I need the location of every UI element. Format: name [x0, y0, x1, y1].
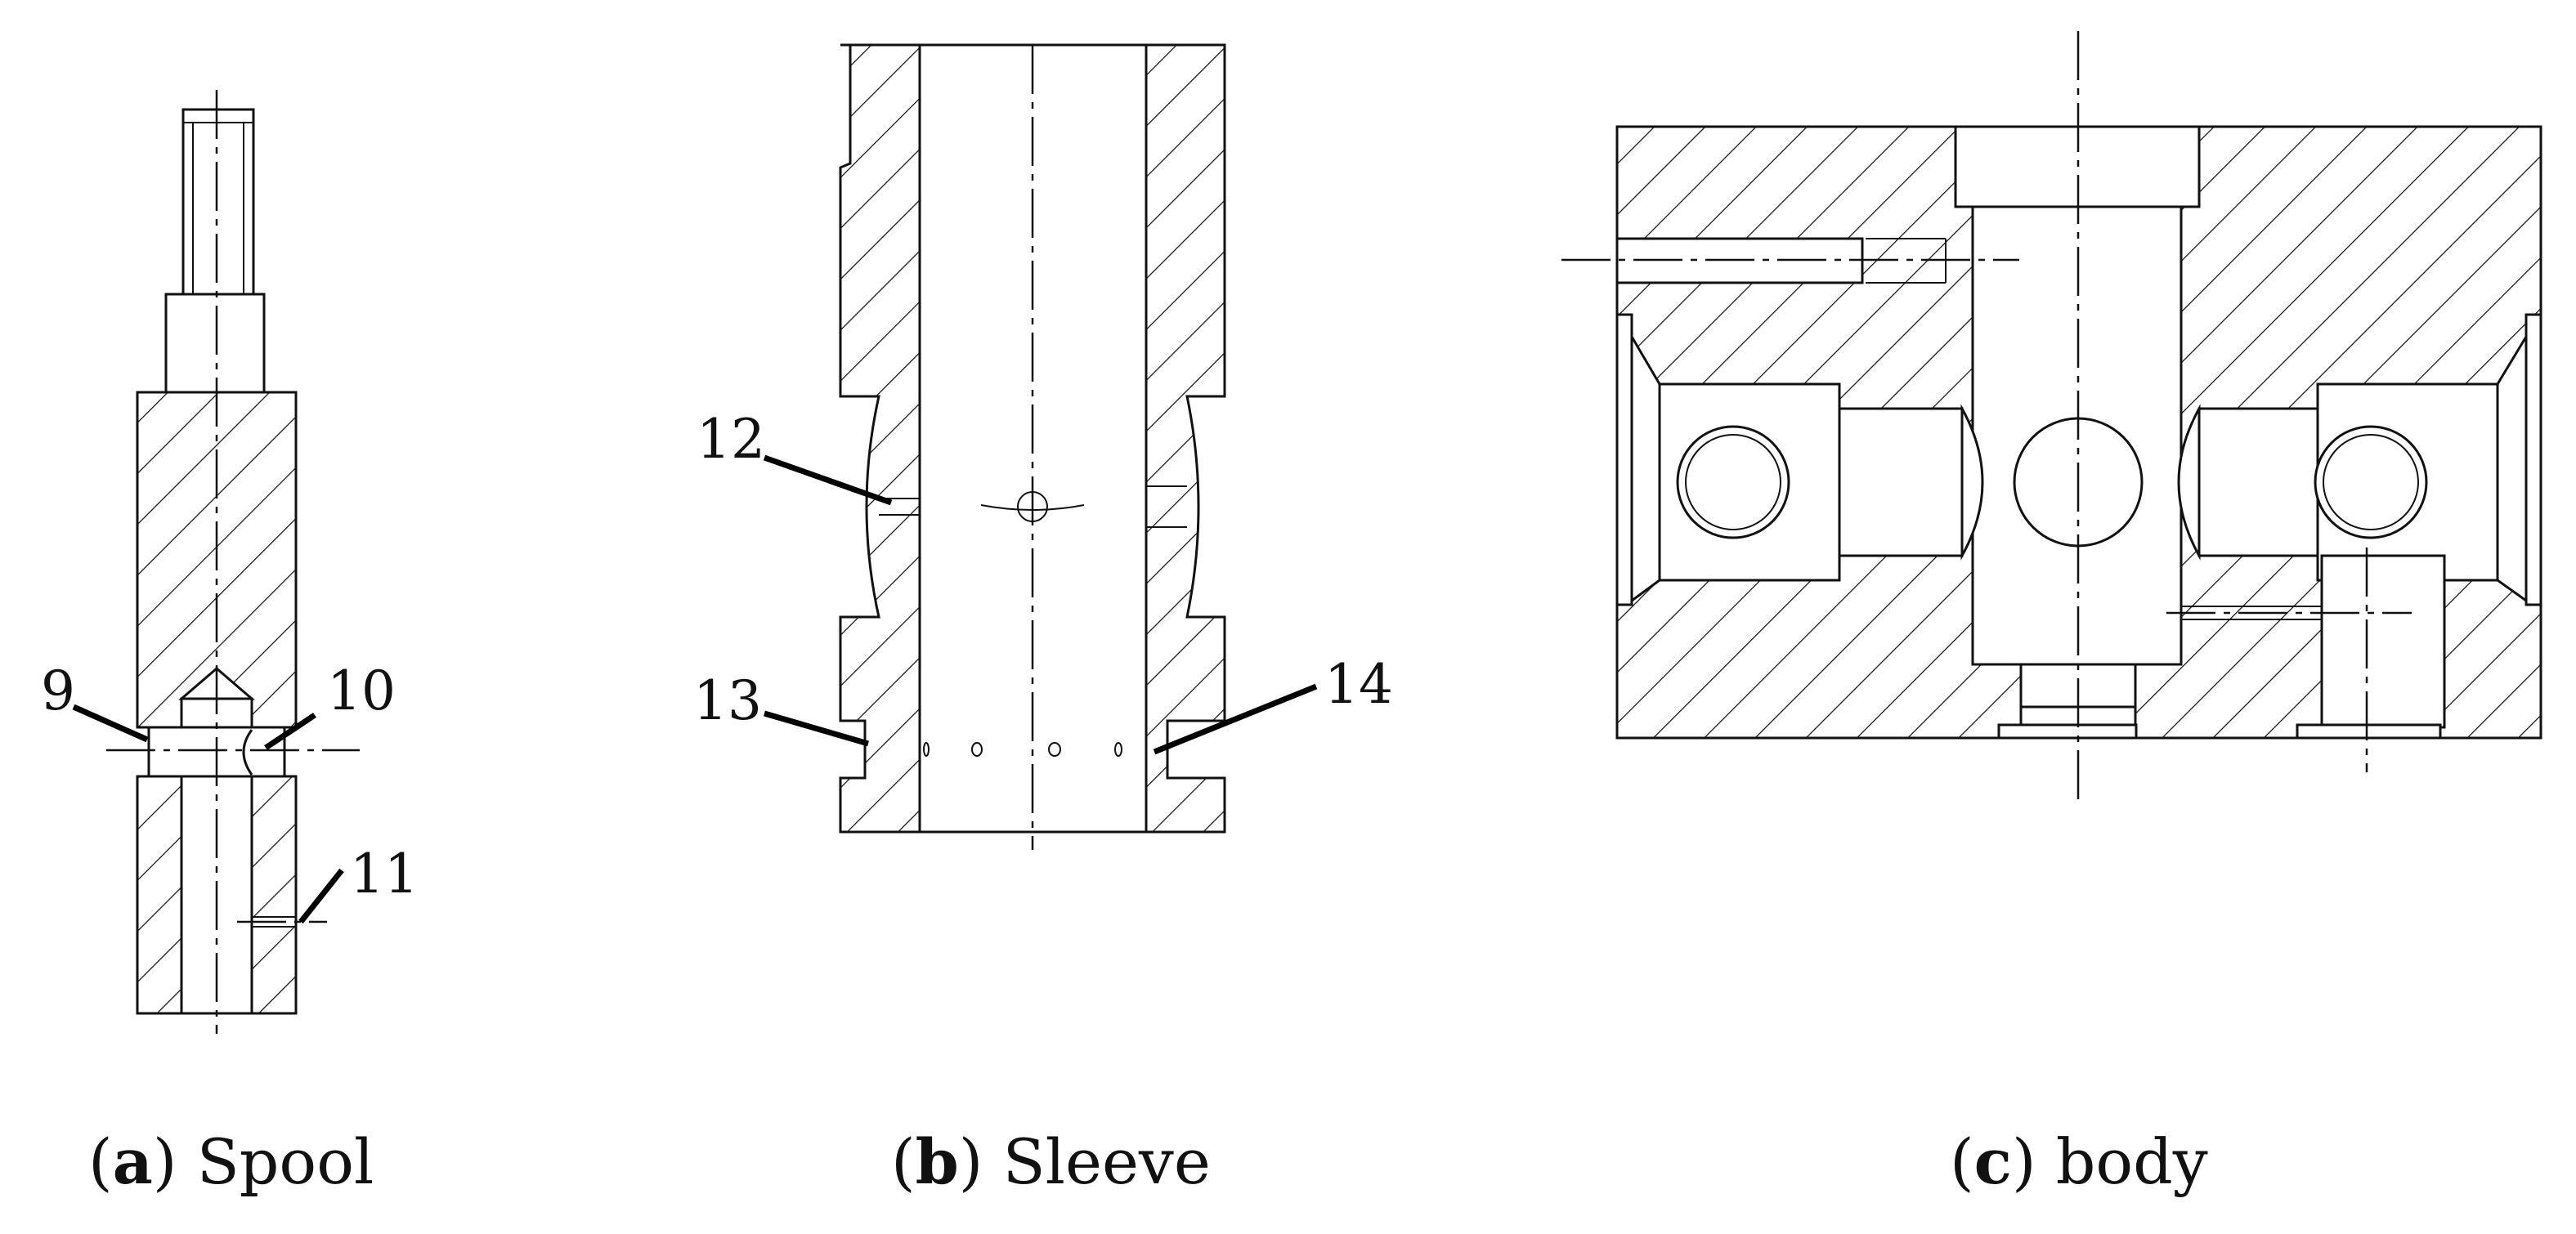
- caption-b-letter: b: [916, 1125, 959, 1198]
- sleeve-drawing: 12 13 14: [693, 43, 1393, 850]
- spool-drawing: 9 10 11: [41, 90, 419, 1034]
- leader-9: [72, 704, 149, 743]
- caption-a: (a) Spool: [88, 1125, 374, 1198]
- caption-c: (c) body: [1950, 1125, 2208, 1198]
- caption-b-label: Sleeve: [1003, 1125, 1211, 1198]
- body-drawing: [1561, 31, 2542, 805]
- leader-12: [763, 454, 893, 506]
- callout-14: 14: [1324, 653, 1393, 716]
- caption-b: (b) Sleeve: [891, 1125, 1211, 1198]
- callout-10: 10: [327, 659, 396, 722]
- caption-a-letter: a: [113, 1125, 153, 1198]
- callout-9: 9: [41, 659, 75, 722]
- callout-12: 12: [697, 408, 765, 471]
- callout-13: 13: [693, 669, 762, 732]
- caption-a-label: Spool: [197, 1125, 374, 1198]
- leader-13: [764, 710, 869, 747]
- leader-10: [264, 713, 316, 750]
- leader-14: [1153, 683, 1318, 755]
- caption-c-letter: c: [1974, 1125, 2012, 1198]
- leader-11: [298, 868, 344, 924]
- callout-11: 11: [350, 843, 419, 905]
- caption-c-label: body: [2056, 1125, 2208, 1198]
- captions: (a) Spool (b) Sleeve (c) body: [88, 1125, 2208, 1198]
